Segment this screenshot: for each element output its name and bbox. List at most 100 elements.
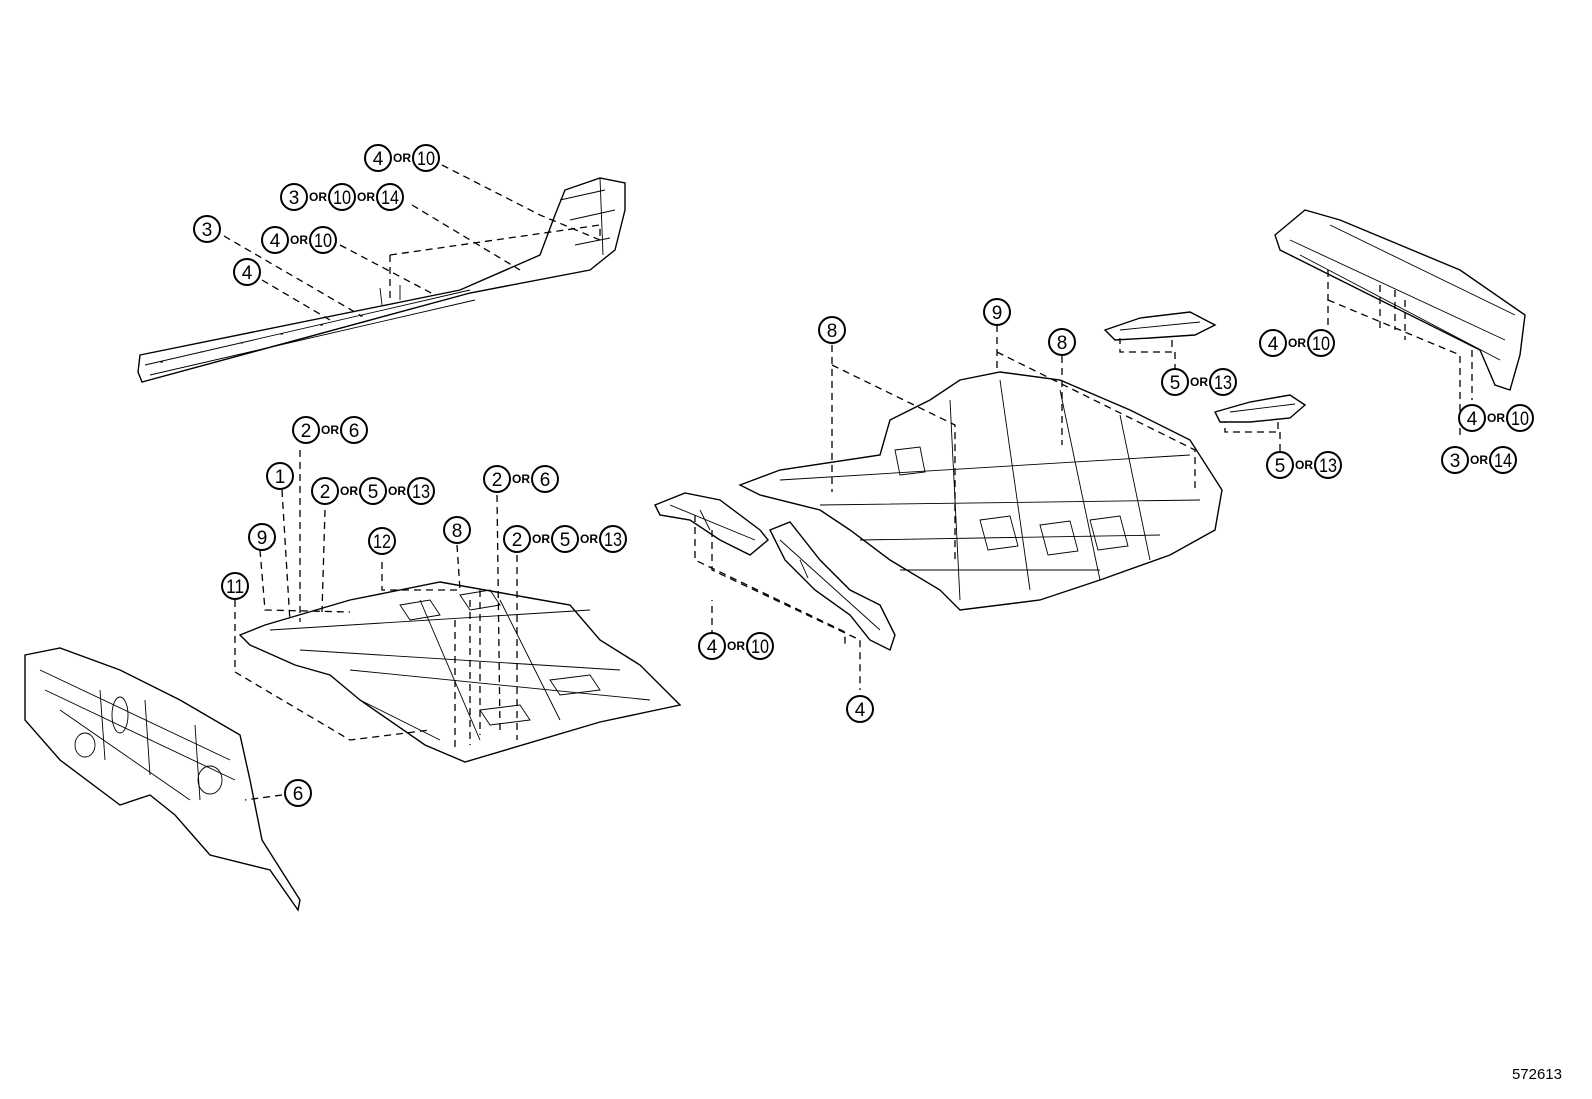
dash-panel-part xyxy=(24,647,301,912)
callout-front-1: 1 xyxy=(266,462,294,490)
callout-circle xyxy=(193,215,221,243)
callout-number: 10 xyxy=(751,637,769,658)
callout-circle xyxy=(483,465,511,493)
or-separator: OR xyxy=(1487,411,1505,425)
callout-circle xyxy=(248,523,276,551)
callout-circle xyxy=(1458,404,1486,432)
or-separator: OR xyxy=(340,484,358,498)
rear-crossmember-part xyxy=(1274,209,1526,391)
callout-circle xyxy=(340,416,368,444)
callout-number: 5 xyxy=(368,482,379,503)
or-separator: OR xyxy=(1295,458,1313,472)
or-separator: OR xyxy=(357,190,375,204)
callout-circle xyxy=(746,632,774,660)
callout-number: 4 xyxy=(855,700,866,721)
or-separator: OR xyxy=(309,190,327,204)
callout-number: 11 xyxy=(226,577,244,598)
callout-number: 4 xyxy=(1467,409,1478,430)
callout-circle xyxy=(1209,368,1237,396)
callout-number: 10 xyxy=(417,149,435,170)
callout-front-8: 8 xyxy=(443,516,471,544)
callout-circle xyxy=(1259,329,1287,357)
front-floor-pan-part xyxy=(238,581,682,763)
callout-number: 4 xyxy=(1268,334,1279,355)
callout-circle xyxy=(412,144,440,172)
callout-dash-6: 6 xyxy=(284,779,312,807)
callout-number: 3 xyxy=(289,188,300,209)
callout-number: 10 xyxy=(1312,334,1330,355)
or-separator: OR xyxy=(1470,453,1488,467)
callout-circle xyxy=(1506,404,1534,432)
callout-number: 1 xyxy=(275,467,286,488)
callout-circle xyxy=(368,527,396,555)
callout-number: 2 xyxy=(512,530,523,551)
callout-number: 10 xyxy=(314,231,332,252)
callout-number: 6 xyxy=(293,784,304,805)
or-separator: OR xyxy=(580,532,598,546)
callout-rear-8-right: 8 xyxy=(1048,328,1076,356)
or-separator: OR xyxy=(290,233,308,247)
bracket-lower-part xyxy=(1213,394,1307,423)
callout-rails-4: 4 xyxy=(846,695,874,723)
callout-number: 2 xyxy=(492,470,503,491)
callout-circle xyxy=(280,183,308,211)
callout-circle xyxy=(311,477,339,505)
callout-number: 9 xyxy=(257,528,268,549)
callout-number: 2 xyxy=(320,482,331,503)
drawing-number: 572613 xyxy=(1511,1066,1562,1083)
or-separator: OR xyxy=(727,639,745,653)
callout-circle xyxy=(1266,451,1294,479)
callout-number: 5 xyxy=(1275,456,1286,477)
callout-circle xyxy=(443,516,471,544)
floor-side-rails-part xyxy=(654,492,896,651)
callout-rocker-left-3: 3 xyxy=(193,215,221,243)
callout-number: 10 xyxy=(333,188,351,209)
callout-circle xyxy=(1441,446,1469,474)
callout-circle xyxy=(551,525,579,553)
callout-number: 4 xyxy=(270,231,281,252)
callout-number: 14 xyxy=(1494,451,1512,472)
callout-circle xyxy=(1161,368,1189,396)
callout-number: 8 xyxy=(452,521,463,542)
callout-front-9: 9 xyxy=(248,523,276,551)
callout-number: 8 xyxy=(827,321,838,342)
or-separator: OR xyxy=(512,472,530,486)
callout-circle xyxy=(376,183,404,211)
callout-circle xyxy=(503,525,531,553)
callout-number: 12 xyxy=(373,532,391,553)
callout-circle xyxy=(983,298,1011,326)
callout-circle xyxy=(221,572,249,600)
callout-circle xyxy=(698,632,726,660)
callout-number: 3 xyxy=(202,220,213,241)
callout-number: 13 xyxy=(604,530,622,551)
callout-circle xyxy=(261,226,289,254)
or-separator: OR xyxy=(1288,336,1306,350)
callout-circle xyxy=(364,144,392,172)
callout-circle xyxy=(818,316,846,344)
callout-number: 13 xyxy=(412,482,430,503)
callout-number: 2 xyxy=(301,421,312,442)
callout-circle xyxy=(284,779,312,807)
callout-number: 8 xyxy=(1057,333,1068,354)
callout-circle xyxy=(1307,329,1335,357)
callout-circle xyxy=(846,695,874,723)
rocker-panel-part xyxy=(137,177,626,383)
callout-number: 4 xyxy=(242,263,253,284)
callout-circle xyxy=(599,525,627,553)
callout-number: 6 xyxy=(349,421,360,442)
callout-circle xyxy=(292,416,320,444)
callout-rear-9: 9 xyxy=(983,298,1011,326)
callout-circle xyxy=(266,462,294,490)
callout-circle xyxy=(359,477,387,505)
